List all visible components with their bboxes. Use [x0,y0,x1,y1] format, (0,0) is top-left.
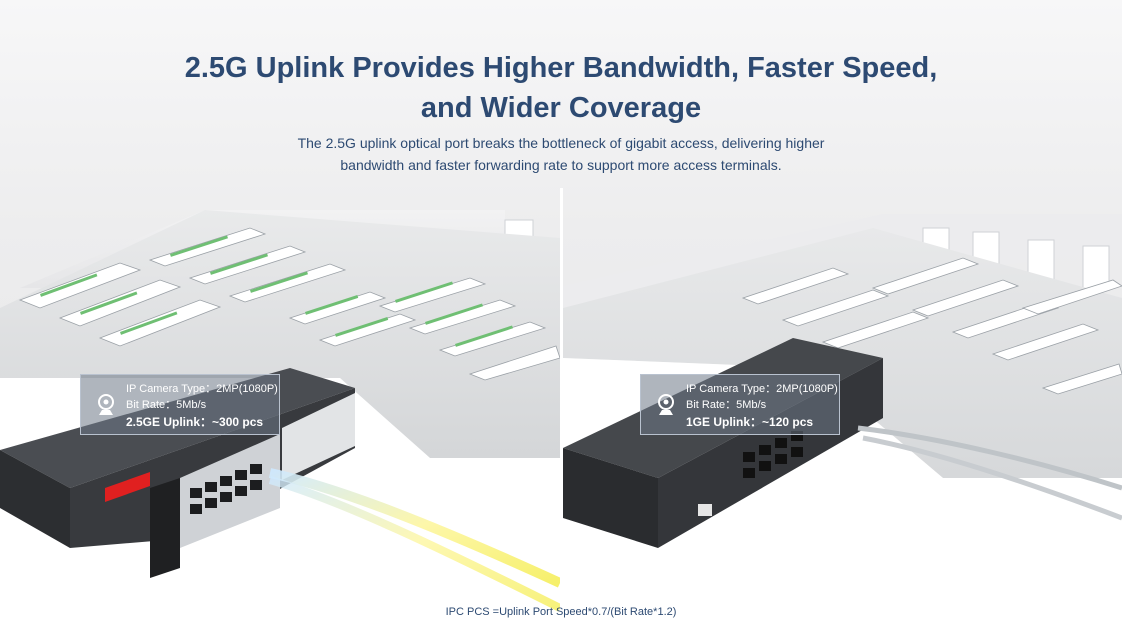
camera-icon [658,394,674,415]
title-line-1: 2.5G Uplink Provides Higher Bandwidth, F… [184,52,938,84]
left-camera-type: IP Camera Type：2MP(1080P) [126,383,278,395]
right-bit-rate: Bit Rate：5Mb/s [686,399,767,411]
left-uplink-count: 2.5GE Uplink：~300 pcs [126,415,264,429]
left-bit-rate: Bit Rate：5Mb/s [126,399,207,411]
comparison-scene: IP Camera Type：2MP(1080P) Bit Rate：5Mb/s… [0,188,1122,644]
right-uplink-count: 1GE Uplink：~120 pcs [686,415,814,429]
left-office-illustration [0,210,560,644]
right-info-box: IP Camera Type：2MP(1080P) Bit Rate：5Mb/s… [640,374,840,435]
page-title: 2.5G Uplink Provides Higher Bandwidth, F… [0,48,1122,128]
subtitle-line-2: bandwidth and faster forwarding rate to … [340,157,782,173]
left-info-box: IP Camera Type：2MP(1080P) Bit Rate：5Mb/s… [80,374,280,435]
title-line-2: and Wider Coverage [420,92,702,124]
camera-icon [98,394,114,415]
page-subtitle: The 2.5G uplink optical port breaks the … [0,132,1122,176]
right-camera-type: IP Camera Type：2MP(1080P) [686,383,838,395]
panel-divider [560,188,563,644]
subtitle-line-1: The 2.5G uplink optical port breaks the … [297,135,825,151]
formula-footnote: IPC PCS =Uplink Port Speed*0.7/(Bit Rate… [445,606,677,618]
